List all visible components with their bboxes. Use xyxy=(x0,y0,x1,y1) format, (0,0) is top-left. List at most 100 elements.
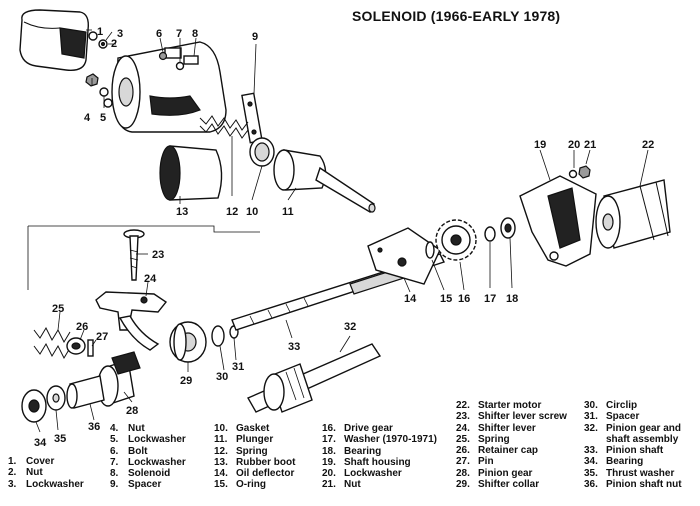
legend-item: 23.Shifter lever screw xyxy=(456,411,567,422)
legend-item-text: Rubber boot xyxy=(236,456,296,468)
legend-item-number: 1. xyxy=(8,456,17,467)
callout-2: 2 xyxy=(111,38,117,50)
legend-item-text: Spacer xyxy=(606,411,640,423)
legend-item-text: Lockwasher xyxy=(344,468,402,480)
legend-item: 7.Lockwasher xyxy=(110,457,186,468)
legend-item-number xyxy=(584,434,606,445)
legend-item: 25.Spring xyxy=(456,434,567,445)
legend-item: 36.Pinion shaft nut xyxy=(584,479,682,490)
callout-24: 24 xyxy=(144,273,157,285)
legend-item-text: Shifter lever xyxy=(478,422,536,434)
callout-10: 10 xyxy=(246,206,258,218)
callout-16: 16 xyxy=(458,293,470,305)
legend-item-text: Bearing xyxy=(344,445,382,457)
legend-item-number: 7. xyxy=(110,456,119,468)
legend-item-number: 32. xyxy=(584,422,598,434)
legend-item: 2. Nut xyxy=(8,467,84,478)
gasket-part xyxy=(249,137,275,167)
legend-item-number: 14. xyxy=(214,468,228,480)
legend-item-text: Lockwasher xyxy=(26,478,84,490)
legend-item-number: 25. xyxy=(456,433,470,445)
legend-item-text: Washer (1970-1971) xyxy=(344,434,438,446)
legend-item: 6.Bolt xyxy=(110,446,186,457)
shifter-lever-part xyxy=(95,291,168,351)
callout-3: 3 xyxy=(117,28,123,40)
callout-1: 1 xyxy=(97,26,103,38)
spring-part xyxy=(199,115,249,139)
legend-item: 28. Pinion gear xyxy=(456,468,567,479)
callout-23: 23 xyxy=(152,249,164,261)
legend-item-text: Oil deflector xyxy=(236,468,295,480)
legend-item-text: Thrust washer xyxy=(606,467,675,479)
legend-item: 34.Bearing xyxy=(584,456,682,467)
housing-nut xyxy=(568,165,591,179)
callout-18: 18 xyxy=(506,293,518,305)
legend-item-number: 26. xyxy=(456,445,470,457)
legend-item: 13.Rubber boot xyxy=(214,457,295,468)
legend-item-number: 8. xyxy=(110,468,119,480)
lever-spring-set xyxy=(33,326,94,360)
legend-item: 12. Spring xyxy=(214,446,295,457)
legend-item-text: Circlip xyxy=(606,400,638,411)
legend-item-text: O-ring xyxy=(236,479,266,491)
drive-gear-part xyxy=(435,219,477,261)
callout-35: 35 xyxy=(54,433,66,445)
legend-item-number: 36. xyxy=(584,479,598,491)
legend-item: 18. Bearing xyxy=(322,446,437,457)
legend-item-text: Retainer cap xyxy=(478,445,539,457)
callout-5: 5 xyxy=(100,112,106,124)
pinion-end-parts xyxy=(21,375,105,423)
legend-item-number: 24. xyxy=(456,422,470,434)
callout-numbers: 1 2 3 4 5 6 7 8 9 10 11 12 13 14 15 16 1… xyxy=(34,26,654,449)
legend-item-number: 28. xyxy=(456,467,470,479)
legend-item: 17.Washer (1970-1971) xyxy=(322,434,437,445)
legend-item: 26. Retainer cap xyxy=(456,445,567,456)
legend-item-number: 6. xyxy=(110,445,119,457)
legend-item-text: Spring xyxy=(236,445,268,457)
legend-item-number: 27. xyxy=(456,456,470,468)
callout-33: 33 xyxy=(288,341,300,353)
callout-13: 13 xyxy=(176,206,188,218)
legend-item: 11.Plunger xyxy=(214,434,295,445)
legend-item-number: 31. xyxy=(584,411,598,423)
legend-item-number: 9. xyxy=(110,479,119,491)
callout-32: 32 xyxy=(344,321,356,333)
legend-item-text: Pinion gear and xyxy=(606,422,682,434)
shifter-collar-part xyxy=(169,321,207,363)
washer-bearing xyxy=(484,217,516,242)
legend-item: 10.Gasket xyxy=(214,423,295,434)
callout-25: 25 xyxy=(52,303,64,315)
legend-item: 16.Drive gear xyxy=(322,423,437,434)
callout-30: 30 xyxy=(216,371,228,383)
legend-item-number: 12. xyxy=(214,445,228,457)
legend-item-number: 29. xyxy=(456,479,470,491)
legend-item: 30.Circlip xyxy=(584,400,682,411)
legend-item-text: Nut xyxy=(26,467,43,479)
legend-item-number: 34. xyxy=(584,456,598,468)
callout-28: 28 xyxy=(126,405,138,417)
legend-item-text: Shifter collar xyxy=(478,479,540,491)
spacer-part xyxy=(241,92,263,144)
legend-item-number: 4. xyxy=(110,423,119,434)
legend-item: 27.Pin xyxy=(456,456,567,467)
legend-item: 15.O-ring xyxy=(214,479,295,490)
legend-item: 35.Thrust washer xyxy=(584,468,682,479)
legend-item-text: Nut xyxy=(344,479,361,491)
callout-36: 36 xyxy=(88,421,100,433)
legend-item: 9.Spacer xyxy=(110,479,186,490)
legend-item-number: 2. xyxy=(8,467,17,479)
callout-4: 4 xyxy=(84,112,91,124)
legend-item-text: Pinion gear xyxy=(478,467,533,479)
callout-9: 9 xyxy=(252,31,258,43)
legend-item-text: Gasket xyxy=(236,423,270,434)
callout-17: 17 xyxy=(484,293,496,305)
legend-item-text: Solenoid xyxy=(128,468,171,480)
callout-15: 15 xyxy=(440,293,452,305)
legend-item-number: 18. xyxy=(322,445,336,457)
